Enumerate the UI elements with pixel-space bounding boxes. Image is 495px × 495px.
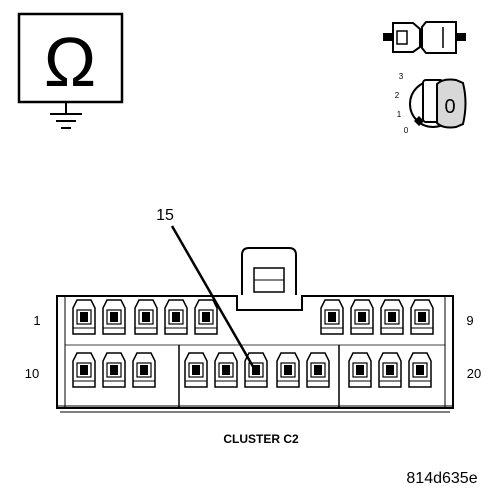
terminal-bottom-4 xyxy=(184,352,208,388)
terminal-top-3 xyxy=(134,299,158,335)
terminal-top-5 xyxy=(194,299,218,335)
pin-label-9: 9 xyxy=(466,313,473,328)
connector-name: CLUSTER C2 xyxy=(223,432,299,446)
connector-terminals xyxy=(72,299,434,388)
terminal-top-6 xyxy=(320,299,344,335)
terminal-top-7 xyxy=(350,299,374,335)
terminal-bottom-7 xyxy=(276,352,300,388)
ignition-position-3: 3 xyxy=(399,72,404,81)
terminal-bottom-10 xyxy=(378,352,402,388)
pin-label-20: 20 xyxy=(467,366,481,381)
terminal-top-8 xyxy=(380,299,404,335)
pin-15-callout: 15 xyxy=(156,207,257,371)
ignition-key-label: 0 xyxy=(444,96,455,118)
terminal-bottom-5 xyxy=(214,352,238,388)
connector-latch xyxy=(241,247,297,295)
ignition-position-0: 0 xyxy=(404,126,409,135)
figure-code: 814d635e xyxy=(406,470,477,487)
pin-label-10: 10 xyxy=(25,366,39,381)
terminal-bottom-3 xyxy=(132,352,156,388)
terminal-top-4 xyxy=(164,299,188,335)
terminal-top-9 xyxy=(410,299,434,335)
pin-15-callout-label: 15 xyxy=(156,207,174,224)
terminal-bottom-2 xyxy=(102,352,126,388)
connector-body xyxy=(56,247,454,413)
pin-label-1: 1 xyxy=(33,313,40,328)
terminal-bottom-1 xyxy=(72,352,96,388)
connector-view-icon xyxy=(383,21,466,54)
omega-symbol: Ω xyxy=(44,23,96,101)
ignition-position-1: 1 xyxy=(397,110,402,119)
terminal-top-1 xyxy=(72,299,96,335)
terminal-bottom-9 xyxy=(348,352,372,388)
ignition-key-icon: 0 3 2 1 0 xyxy=(395,72,467,135)
ohm-with-ground-icon: Ω xyxy=(17,12,124,129)
terminal-bottom-11 xyxy=(408,352,432,388)
terminal-bottom-8 xyxy=(306,352,330,388)
ignition-position-2: 2 xyxy=(395,91,400,100)
terminal-top-2 xyxy=(102,299,126,335)
